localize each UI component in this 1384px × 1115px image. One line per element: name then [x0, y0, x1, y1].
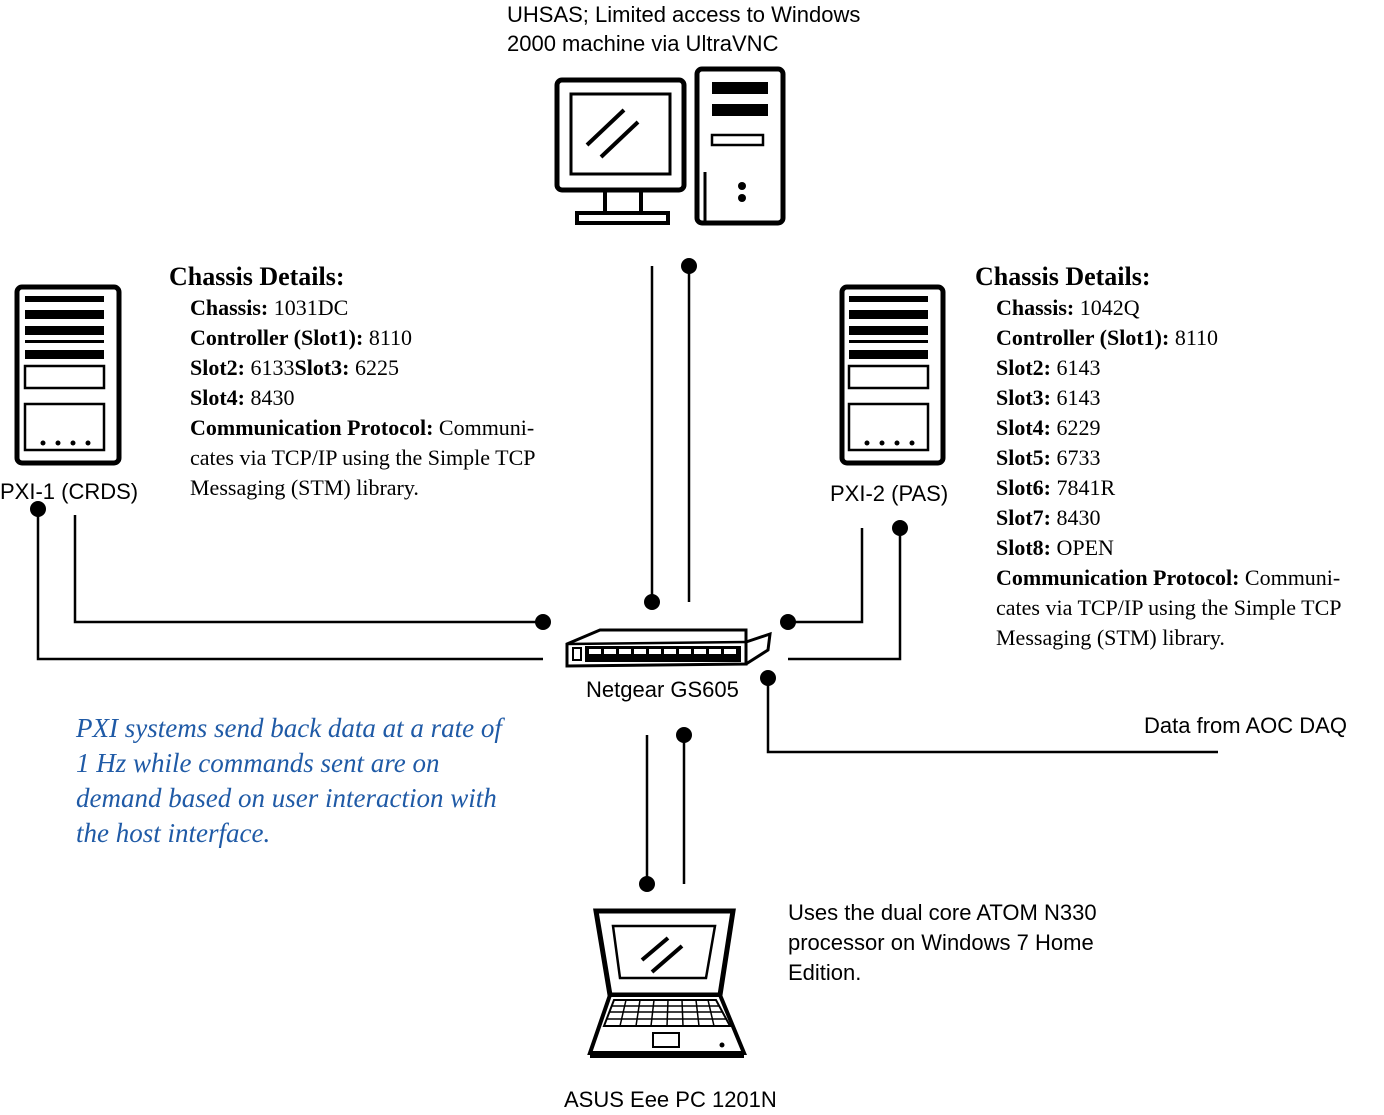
pxi1-chassis-details: Chassis Details: Chassis: 1031DC Control… [169, 261, 590, 503]
pxi2-slot-row: Slot3: 6143 [996, 383, 1382, 413]
laptop-icon [587, 908, 747, 1058]
detail-value: Communi- [1239, 565, 1341, 590]
pxi2-slot-row: Slot5: 6733 [996, 443, 1382, 473]
network-switch-icon [565, 628, 772, 668]
laptop-desc-line1: Uses the dual core ATOM N330 [788, 900, 1097, 925]
endpoint-dot [760, 670, 776, 686]
pxi2-slot-row: Slot8: OPEN [996, 533, 1382, 563]
pxi2-slot-row: Slot2: 6143 [996, 353, 1382, 383]
detail-value: 6229 [1051, 415, 1101, 440]
detail-key: Slot4: [190, 385, 245, 410]
endpoint-dot [535, 614, 551, 630]
detail-key: Chassis: [190, 295, 269, 320]
pxi2-slot-row: Slot6: 7841R [996, 473, 1382, 503]
detail-key: Slot2: [190, 355, 245, 380]
pxi2-controller-row: Controller (Slot1): 8110 [996, 323, 1382, 353]
pxi1-link-a [73, 515, 543, 624]
note-line1: PXI systems send back data at a rate of [76, 713, 502, 743]
endpoint-dot [681, 258, 697, 274]
aoc-link [766, 678, 1218, 754]
detail-key: Slot4: [996, 415, 1051, 440]
endpoint-dot [892, 520, 908, 536]
detail-key: Communication Protocol: [996, 565, 1240, 590]
pxi2-link-a [788, 528, 864, 624]
detail-value: 7841R [1051, 475, 1116, 500]
detail-key: Chassis: [996, 295, 1075, 320]
laptop-desc-line2: processor on Windows 7 Home [788, 930, 1094, 955]
detail-value: 6733 [1051, 445, 1101, 470]
detail-key: Slot8: [996, 535, 1051, 560]
pxi1-protocol-row: Communication Protocol: Communi- [190, 413, 590, 443]
uhsas-label-line1: UHSAS; Limited access to Windows [507, 2, 861, 27]
pxi2-chassis-row: Chassis: 1042Q [996, 293, 1382, 323]
detail-key: Slot5: [996, 445, 1051, 470]
detail-value: 1031DC [268, 295, 349, 320]
endpoint-dot [676, 727, 692, 743]
pxi2-details-title: Chassis Details: [975, 262, 1151, 291]
pxi2-slot-row: Slot7: 8430 [996, 503, 1382, 533]
detail-key: Slot2: [996, 355, 1051, 380]
detail-value: 8110 [1169, 325, 1219, 350]
pxi2-link-b [788, 528, 902, 661]
pxi1-protocol-line3: Messaging (STM) library. [190, 475, 419, 500]
switch-label: Netgear GS605 [586, 677, 739, 702]
detail-value: 8430 [1051, 505, 1101, 530]
laptop-description: Uses the dual core ATOM N330 processor o… [788, 898, 1097, 988]
note-line3: demand based on user interaction with [76, 783, 497, 813]
detail-value: OPEN [1051, 535, 1114, 560]
uhsas-label-line2: 2000 machine via UltraVNC [507, 31, 779, 56]
pxi1-slot4-row: Slot4: 8430 [190, 383, 590, 413]
pxi1-slot2-slot3-row: Slot2: 6133Slot3: 6225 [190, 353, 590, 383]
detail-key: Controller (Slot1): [190, 325, 364, 350]
laptop-desc-line3: Edition. [788, 960, 862, 985]
connection-lines [36, 266, 1218, 884]
note-line2: 1 Hz while commands sent are on [76, 748, 440, 778]
endpoint-dot [644, 594, 660, 610]
desktop-computer-icon [554, 66, 786, 226]
laptop-label: ASUS Eee PC 1201N [564, 1087, 777, 1112]
pxi2-protocol-row: Communication Protocol: Communi- [996, 563, 1382, 593]
detail-key: Controller (Slot1): [996, 325, 1170, 350]
detail-key: Slot6: [996, 475, 1051, 500]
detail-key: Communication Protocol: [190, 415, 434, 440]
pxi1-protocol-line2: cates via TCP/IP using the Simple TCP [190, 445, 536, 470]
detail-value: Communi- [433, 415, 535, 440]
pxi2-chassis-details: Chassis Details: Chassis: 1042Q Controll… [975, 261, 1382, 653]
detail-key: Slot7: [996, 505, 1051, 530]
pxi2-slot-row: Slot4: 6229 [996, 413, 1382, 443]
pxi1-chassis-row: Chassis: 1031DC [190, 293, 590, 323]
pxi2-chassis-icon [839, 284, 946, 466]
endpoint-dot [639, 876, 655, 892]
note-line4: the host interface. [76, 818, 271, 848]
detail-value: 6143 [1051, 385, 1101, 410]
detail-key: Slot3: [996, 385, 1051, 410]
pxi2-protocol-line3: Messaging (STM) library. [996, 625, 1225, 650]
aoc-label: Data from AOC DAQ [1144, 713, 1347, 738]
endpoint-dot [780, 614, 796, 630]
pxi1-label: PXI-1 (CRDS) [0, 479, 139, 504]
data-rate-note: PXI systems send back data at a rate of … [76, 711, 502, 851]
detail-value: 6133 [245, 355, 295, 380]
detail-value: 6225 [349, 355, 399, 380]
detail-value: 8430 [245, 385, 295, 410]
uhsas-label: UHSAS; Limited access to Windows 2000 ma… [507, 0, 860, 58]
pxi1-controller-row: Controller (Slot1): 8110 [190, 323, 590, 353]
detail-value: 8110 [363, 325, 413, 350]
pxi1-link-b [36, 509, 543, 661]
pxi1-chassis-icon [14, 284, 122, 466]
pxi2-protocol-line2: cates via TCP/IP using the Simple TCP [996, 595, 1342, 620]
connection-endpoints [30, 258, 908, 892]
pxi1-details-title: Chassis Details: [169, 262, 345, 291]
endpoint-dot [30, 501, 46, 517]
detail-value: 1042Q [1074, 295, 1140, 320]
detail-value: 6143 [1051, 355, 1101, 380]
detail-key: Slot3: [294, 355, 350, 380]
pxi2-label: PXI-2 (PAS) [830, 481, 949, 506]
